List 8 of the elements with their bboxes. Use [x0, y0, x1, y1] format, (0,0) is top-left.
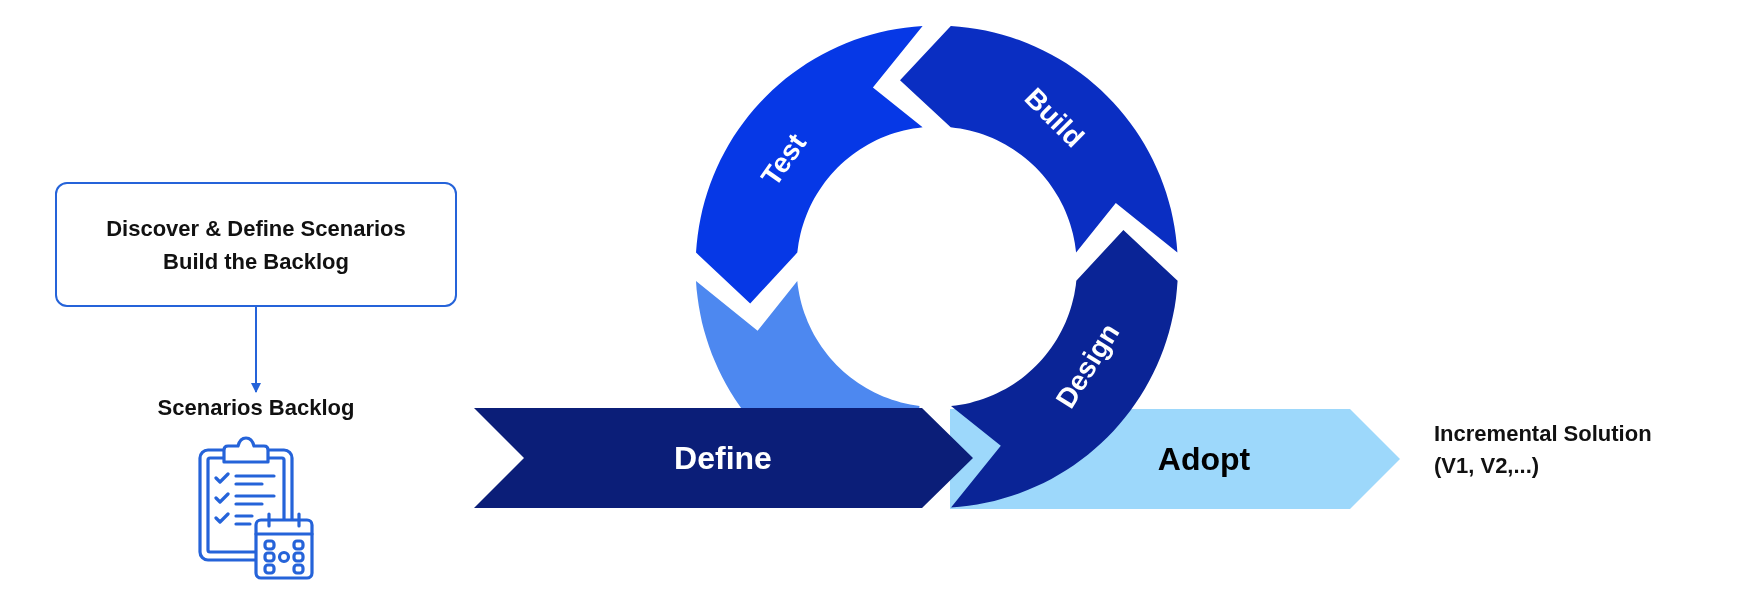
box-text: Discover & Define Scenarios — [106, 214, 406, 243]
node-label: Scenarios Backlog — [157, 394, 355, 422]
process-box — [55, 182, 457, 307]
segment-label: Adopt — [1157, 443, 1251, 475]
arrow — [251, 306, 261, 393]
node-label: Incremental Solution (V1, V2,...) — [1434, 420, 1653, 480]
segment-label: Define — [674, 442, 772, 474]
box-text: Build the Backlog — [163, 247, 349, 276]
